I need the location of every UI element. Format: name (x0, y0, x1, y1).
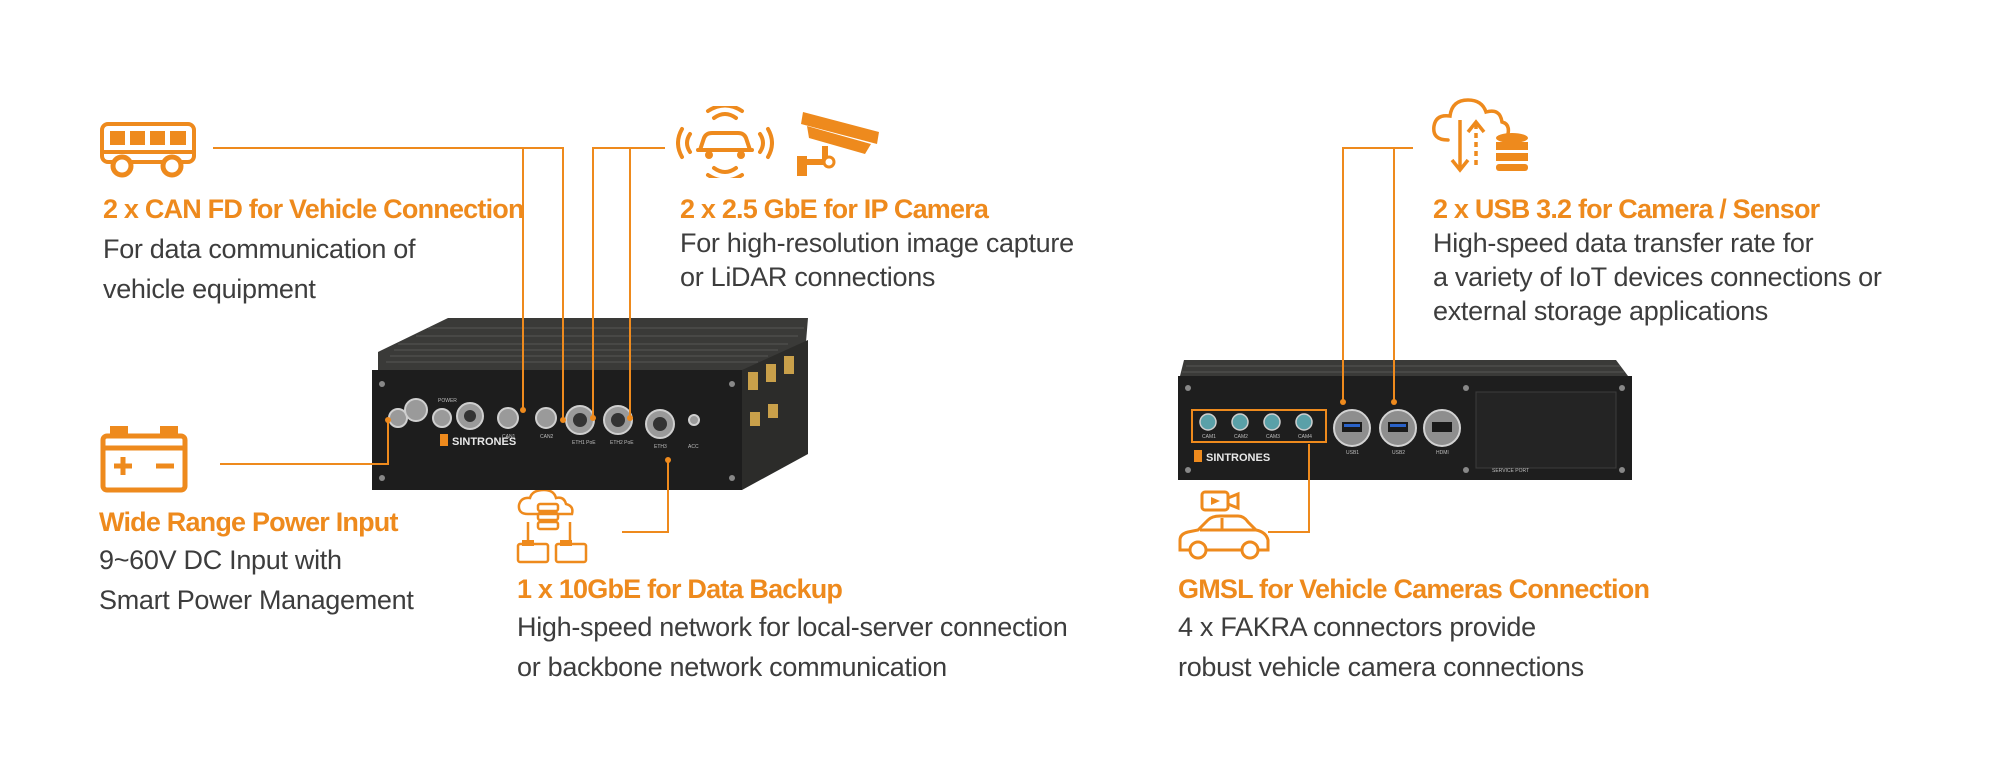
callout-line-gmsl (1268, 444, 1310, 533)
feature-gmsl: GMSL for Vehicle Cameras Connection 4 x … (1178, 572, 1650, 684)
feature-desc-line: external storage applications (1433, 296, 1769, 326)
callout-line-gbe (592, 147, 665, 418)
port-label: CAM1 (1202, 434, 1216, 440)
feature-backup: 1 x 10GbE for Data Backup High-speed net… (517, 572, 1068, 684)
feature-desc-line: a variety of IoT devices connections or (1433, 262, 1882, 292)
cloud-sync-database-icon (1432, 98, 1528, 173)
feature-title: 2 x 2.5 GbE for IP Camera (680, 194, 989, 224)
feature-title: 2 x USB 3.2 for Camera / Sensor (1433, 194, 1820, 224)
front-panel-device: SINTRONES POWER CAN1 CAN2 ETH1 PoE ETH2 … (372, 318, 808, 490)
feature-description: High-speed data transfer rate for a vari… (1433, 226, 1882, 328)
port-label: CAM2 (1234, 434, 1248, 440)
feature-title: 2 x CAN FD for Vehicle Connection (103, 194, 524, 224)
port-label: POWER (438, 398, 457, 404)
port-label: CAM3 (1266, 434, 1280, 440)
port-label: HDMI (1436, 450, 1449, 456)
feature-desc-line: 4 x FAKRA connectors provide (1178, 612, 1536, 642)
feature-title: GMSL for Vehicle Cameras Connection (1178, 574, 1650, 604)
bus-icon (100, 122, 196, 178)
feature-desc-line: Smart Power Management (99, 585, 414, 615)
feature-description: 9~60V DC Input with Smart Power Manageme… (99, 543, 414, 617)
feature-desc-line: or backbone network communication (517, 652, 947, 682)
feature-gbe: 2 x 2.5 GbE for IP Camera For high-resol… (680, 192, 1074, 294)
callout-line-usb (1342, 147, 1413, 402)
front-brand-logo: SINTRONES (452, 436, 516, 448)
feature-power: Wide Range Power Input 9~60V DC Input wi… (99, 505, 414, 617)
feature-description: For high-resolution image capture or LiD… (680, 226, 1074, 294)
port-label: CAN1 (502, 434, 516, 440)
car-camera-icon (1178, 490, 1270, 560)
port-label: ETH3 (654, 444, 667, 450)
feature-description: High-speed network for local-server conn… (517, 610, 1068, 684)
rear-panel-device: SINTRONES CAM1 CAM2 CAM3 CAM4 USB1 USB2 … (1178, 360, 1632, 480)
feature-desc-line: or LiDAR connections (680, 262, 936, 292)
feature-description: For data communication of vehicle equipm… (103, 232, 524, 306)
port-label: CAM4 (1298, 434, 1312, 440)
feature-description: 4 x FAKRA connectors provide robust vehi… (1178, 610, 1649, 684)
feature-can: 2 x CAN FD for Vehicle Connection For da… (103, 192, 524, 306)
wireless-car-icon (676, 106, 774, 178)
rear-brand-logo: SINTRONES (1206, 452, 1270, 464)
port-label: ETH1 PoE (572, 440, 596, 446)
port-label: USB2 (1392, 450, 1405, 456)
cctv-camera-icon (797, 112, 879, 176)
feature-usb: 2 x USB 3.2 for Camera / Sensor High-spe… (1433, 192, 1882, 328)
port-label: CAN2 (540, 434, 554, 440)
port-label: USB1 (1346, 450, 1359, 456)
feature-desc-line: vehicle equipment (103, 274, 316, 304)
feature-title: Wide Range Power Input (99, 507, 398, 537)
callout-line-can (213, 147, 564, 420)
port-label: SERVICE PORT (1492, 468, 1529, 474)
feature-desc-line: robust vehicle camera connections (1178, 652, 1584, 682)
feature-desc-line: High-speed network for local-server conn… (517, 612, 1068, 642)
callout-line-power (220, 420, 389, 465)
cloud-backup-server-icon (516, 488, 588, 564)
battery-icon (100, 426, 188, 493)
port-label: ACC (688, 444, 699, 450)
feature-desc-line: 9~60V DC Input with (99, 545, 342, 575)
callout-line-backup (622, 460, 669, 533)
feature-desc-line: For high-resolution image capture (680, 228, 1074, 258)
feature-desc-line: High-speed data transfer rate for (1433, 228, 1814, 258)
port-label: ETH2 PoE (610, 440, 634, 446)
feature-desc-line: For data communication of (103, 234, 416, 264)
feature-title: 1 x 10GbE for Data Backup (517, 574, 843, 604)
